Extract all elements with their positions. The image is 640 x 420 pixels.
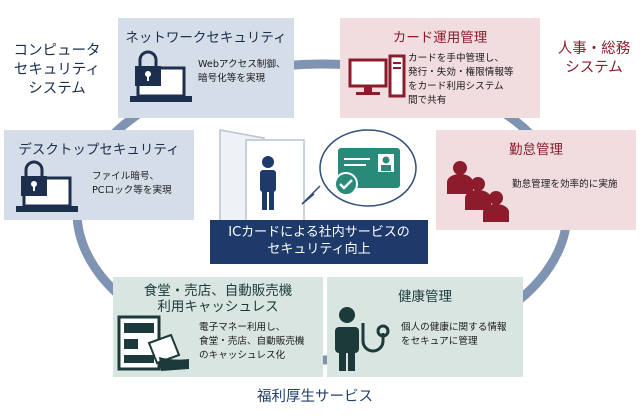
laptop-lock-icon (16, 160, 78, 212)
network-security-desc: Webアクセス制御、 暗号化等を実現 (198, 59, 286, 84)
cashless-title: 食堂・売店、自動販売機 利用キャッシュレス (143, 283, 293, 315)
group-label-computer-security: コンピュータ セキュリティ システム (13, 43, 101, 97)
desktop-security-title: デスクトップセキュリティ (18, 142, 180, 158)
card-management-title: カード運用管理 (392, 30, 488, 46)
network-security-title: ネットワークセキュリティ (125, 30, 287, 46)
card-management-desc: カードを手中管理し、 発行・失効・権限情報等 をカード利用システム 間で共有 (408, 53, 514, 106)
laptop-lock-icon (130, 50, 192, 102)
people-icon (447, 161, 509, 222)
center-banner: ICカードによる社内サービスの セキュリティ向上 (210, 220, 428, 264)
group-label-hr-general: 人事・総務 システム (557, 41, 631, 76)
health-desc: 個人の健康に関する情報 をセキュアに管理 (401, 322, 507, 347)
doctor-stethoscope-icon (335, 307, 390, 371)
desktop-security-box: デスクトップセキュリティ ファイル暗号、 PCロック等を実現 (4, 130, 194, 220)
attendance-box: 勤怠管理 勤怠管理を効率的に実施 (436, 130, 636, 230)
cashless-desc: 電子マネー利用し、 食堂・売店、自動販売機 のキャッシュレス化 (199, 322, 305, 361)
desktop-computer-icon (348, 54, 406, 98)
network-security-box: ネットワークセキュリティ Webアクセス制御、 暗号化等を実現 (118, 18, 294, 118)
desktop-security-desc: ファイル暗号、 PCロック等を実現 (92, 171, 172, 196)
card-management-box: カード運用管理 カードを手中管理し、 発行・失効・権限情報等 をカード利用システ… (340, 18, 540, 118)
attendance-desc: 勤怠管理を効率的に実施 (512, 179, 618, 190)
health-box: 健康管理 個人の健康に関する情報 をセキュアに管理 (327, 277, 523, 377)
card-payment-icon (117, 315, 189, 371)
cashless-box: 食堂・売店、自動販売機 利用キャッシュレス 電子マネー利用し、 食堂・売店、自動… (113, 277, 323, 377)
id-card-check-icon (301, 129, 417, 207)
health-title: 健康管理 (398, 289, 452, 305)
group-label-welfare: 福利厚生サービス (257, 389, 373, 405)
attendance-title: 勤怠管理 (509, 142, 563, 158)
door-person-icon (219, 129, 305, 223)
